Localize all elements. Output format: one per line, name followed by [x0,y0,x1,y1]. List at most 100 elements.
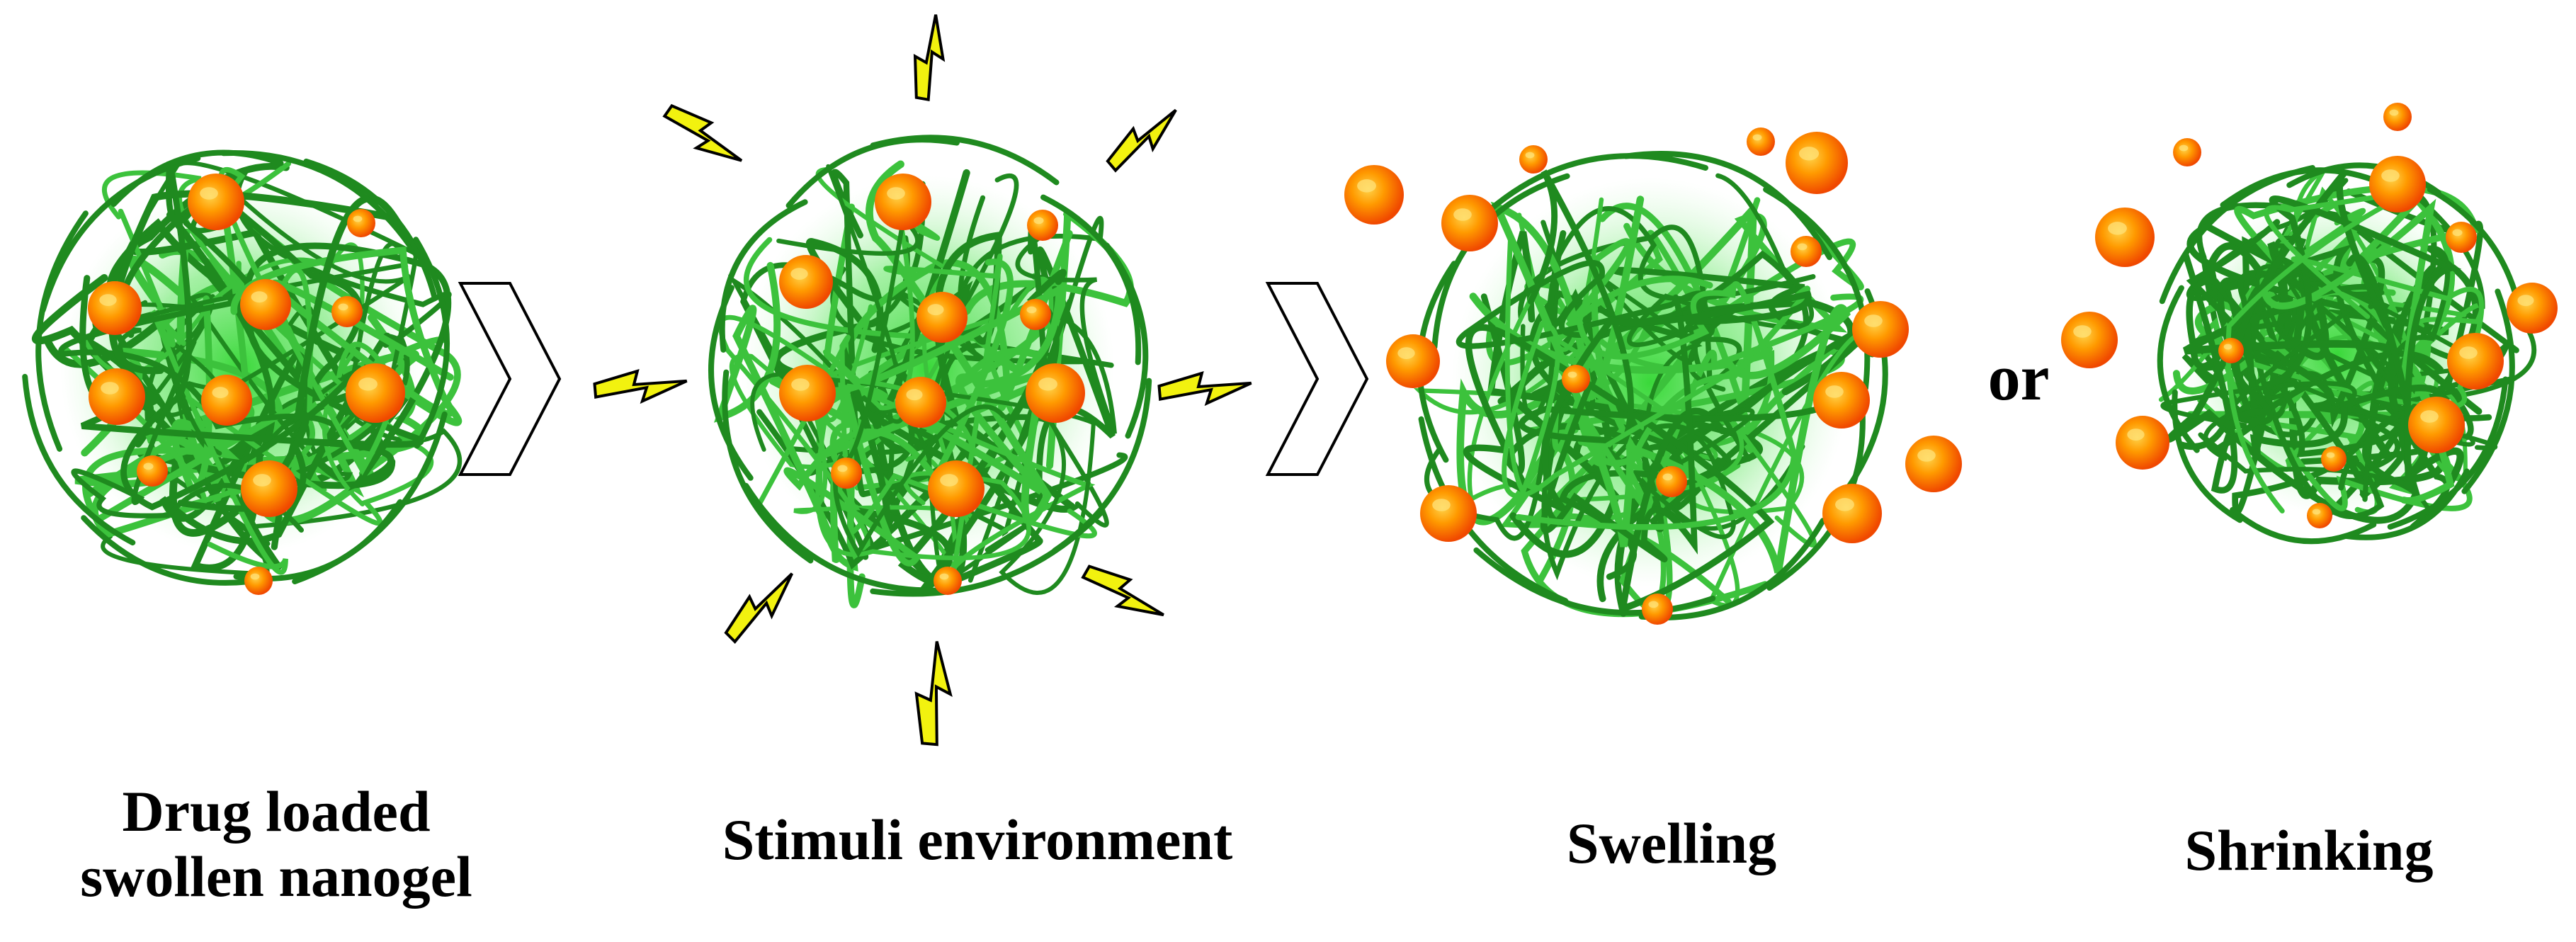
nanogel-drug-loaded [22,149,463,586]
polymer-rim-strand [743,482,944,594]
drug-highlight [791,378,810,391]
drug-sphere [88,281,142,335]
drug-sphere [2408,397,2465,453]
drug-particle [1791,236,1822,267]
polymer-strand [177,242,452,512]
drug-sphere [2173,138,2201,166]
drug-particle [1441,195,1498,251]
drug-highlight [212,387,229,399]
drug-sphere [1562,365,1590,393]
drug-sphere [1822,484,1882,543]
drug-highlight [887,187,905,200]
drug-highlight [2381,169,2400,182]
drug-highlight [2223,344,2232,350]
drug-highlight [1026,306,1037,314]
drug-highlight [2459,346,2478,359]
polymer-strand [2259,198,2455,504]
drug-particle [2061,312,2118,368]
drug-particle [347,209,375,237]
drug-sphere [188,174,244,230]
drug-highlight [2389,109,2399,116]
drug-highlight [1797,243,1808,251]
drug-particle [1786,132,1848,194]
drug-particle [1344,165,1404,225]
polymer-rim-strand [1623,151,1832,261]
drug-sphere [1441,195,1498,251]
drug-particle [1420,485,1477,542]
drug-layer [88,103,2558,625]
drug-particle [188,174,244,230]
drug-sphere [895,377,946,428]
drug-highlight [1033,217,1044,225]
drug-sphere [244,567,273,595]
polymer-strand [717,276,1054,551]
drug-particle [88,281,142,335]
drug-sphere [346,363,405,423]
polymer-strand [783,259,1014,567]
drug-highlight [940,474,958,487]
drug-particle [1020,299,1051,330]
lightning-bolt-icon [914,641,953,747]
polymer-strand [144,294,463,546]
drug-highlight [2127,429,2145,441]
drug-sphere [2061,312,2118,368]
polymer-strand [2216,169,2390,452]
polymer-rim-strand [1465,153,1708,234]
drug-particle [2321,446,2347,472]
drug-highlight [1648,601,1659,608]
drug-highlight [790,268,808,280]
drug-particle [831,458,862,489]
polymer-strand [824,283,1063,495]
drug-highlight [1525,152,1535,159]
drug-highlight [2326,452,2335,458]
drug-particle [2116,416,2169,470]
drug-highlight [2108,222,2127,235]
polymer-rim-strand [2344,468,2470,540]
drug-sphere [1656,466,1687,497]
stimuli-bolts [593,14,1252,747]
drug-highlight [1432,499,1451,511]
polymer-strand [1627,173,1815,392]
drug-particle [2218,338,2244,363]
drug-particle [1562,365,1590,393]
nanogel-layer [22,135,2536,620]
drug-sphere [2369,156,2426,212]
polymer-strand [1456,198,1758,526]
drug-particle [1747,127,1775,156]
drug-sphere [2446,222,2477,253]
drug-sphere [2383,103,2412,131]
stage-label-shrinking: Shrinking [2184,818,2434,883]
drug-particle [1642,594,1673,625]
drug-highlight [1752,134,1762,141]
drug-sphere [1905,436,1962,492]
lightning-bolt-icon [1106,108,1177,173]
polymer-strand [839,235,973,548]
drug-highlight [2179,144,2189,152]
drug-particle [1027,210,1058,241]
polymer-rim-strand [722,369,814,564]
lightning-bolt-icon [1157,370,1252,407]
drug-sphere [2307,503,2332,528]
drug-sphere [89,368,145,425]
polymer-strand [1463,290,1812,512]
polymer-rim-strand [2230,506,2377,545]
drug-highlight [1038,378,1057,391]
drug-particle [2369,156,2426,212]
drug-sphere [2095,208,2155,267]
drug-sphere [1852,301,1909,358]
drug-highlight [939,573,949,580]
drug-particle [779,365,836,421]
drug-highlight [200,187,218,200]
drug-sphere [2507,283,2558,334]
drug-highlight [1567,371,1577,378]
drug-sphere [137,455,168,487]
drug-highlight [906,389,923,401]
lightning-bolt-icon [724,572,794,644]
polymer-rim-strand [413,237,450,449]
stage-label-line-1: Drug loaded [122,779,431,844]
drug-highlight [358,378,378,391]
stage-label-stimuli: Stimuli environment [722,807,1233,872]
drug-sphere [831,458,862,489]
drug-highlight [1798,147,1820,161]
